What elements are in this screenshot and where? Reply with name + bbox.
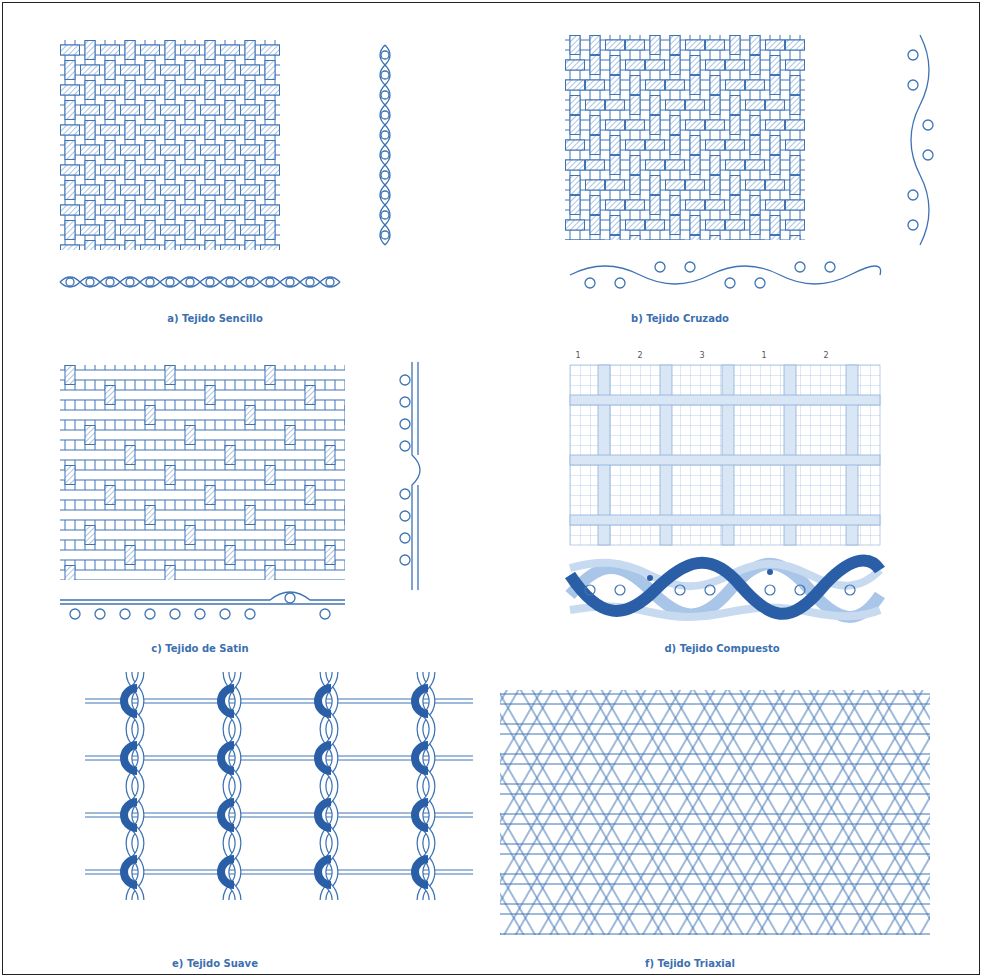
caption: c) Tejido de Satin bbox=[151, 643, 248, 654]
axis-number: 2 bbox=[637, 352, 642, 361]
caption: b) Tejido Cruzado bbox=[631, 313, 729, 324]
caption: a) Tejido Sencillo bbox=[167, 313, 263, 324]
axis-number: 1 bbox=[761, 352, 766, 361]
axis-number: 2 bbox=[823, 352, 828, 361]
axis-number: 1 bbox=[575, 352, 580, 361]
axis-number: 3 bbox=[699, 352, 704, 361]
caption: f) Tejido Triaxial bbox=[645, 958, 735, 969]
caption: e) Tejido Suave bbox=[172, 958, 258, 969]
caption: d) Tejido Compuesto bbox=[664, 643, 779, 654]
